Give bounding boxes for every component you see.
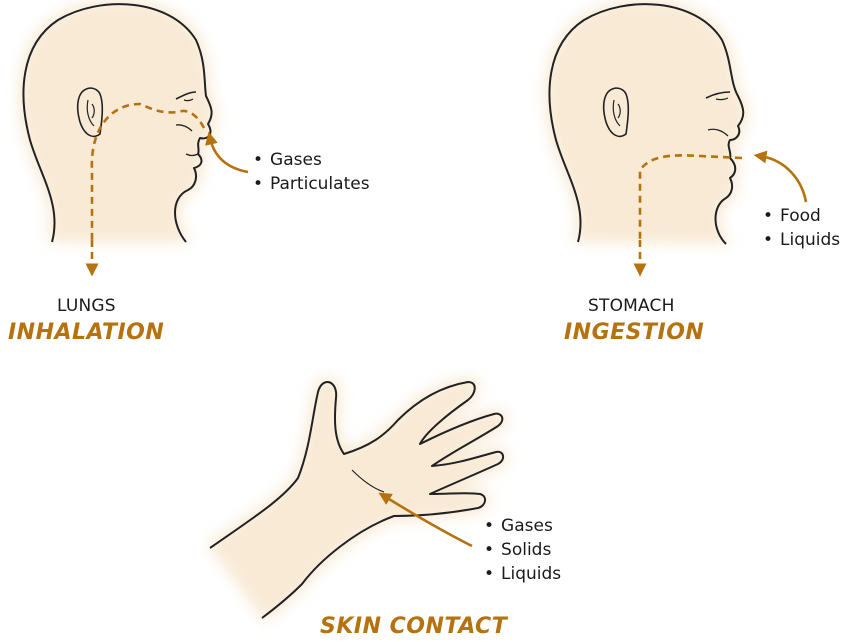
inhalation-exposure-list: Gases Particulates: [253, 148, 370, 196]
hand-illustration: [210, 382, 503, 618]
skin-contact-exposure-list: Gases Solids Liquids: [484, 514, 561, 586]
inhalation-item: Particulates: [253, 172, 370, 196]
lungs-label: LUNGS: [57, 296, 116, 316]
head-profile-right: [549, 4, 743, 244]
inhalation-entry-arrow: [210, 138, 248, 172]
ingestion-item: Liquids: [763, 228, 840, 252]
skin-contact-item: Liquids: [484, 562, 561, 586]
ingestion-item: Food: [763, 204, 840, 228]
inhalation-item: Gases: [253, 148, 370, 172]
ingestion-title: INGESTION: [564, 320, 704, 345]
inhalation-title: INHALATION: [8, 320, 164, 345]
skin-contact-item: Solids: [484, 538, 561, 562]
head-profile-left: [23, 4, 211, 242]
stomach-label: STOMACH: [588, 296, 675, 316]
skin-contact-item: Gases: [484, 514, 561, 538]
ingestion-entry-arrow: [760, 156, 806, 202]
skin-contact-title: SKIN CONTACT: [320, 614, 507, 639]
ingestion-exposure-list: Food Liquids: [763, 204, 840, 252]
